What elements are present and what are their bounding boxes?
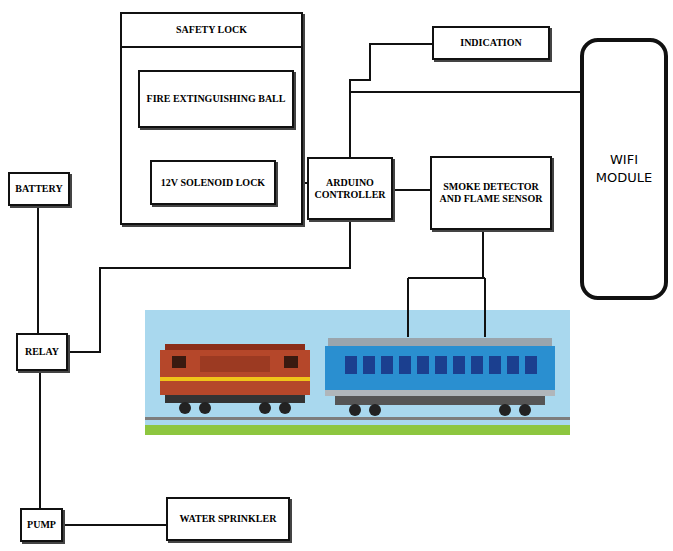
pump-box: PUMP: [20, 508, 63, 542]
wire-line: [393, 189, 430, 191]
rail: [145, 417, 570, 420]
output-box: INDICATION: [432, 26, 550, 60]
wire-connector: [38, 206, 39, 333]
wire-line: [350, 92, 580, 157]
relay-box: RELAY: [16, 333, 68, 371]
wire-line: [63, 524, 166, 526]
grass-strip: [145, 425, 570, 435]
power-box: BATTERY: [8, 172, 70, 206]
wire-connector: [350, 44, 432, 157]
box-label: ARDUINO CONTROLLER: [313, 177, 387, 201]
sensor-box: SMOKE DETECTOR AND FLAME SENSOR: [430, 156, 552, 230]
box-label: INDICATION: [460, 37, 522, 49]
wire-connector: [63, 525, 166, 526]
wire-line: [350, 44, 432, 157]
wire-line: [37, 206, 39, 333]
coach: [325, 338, 555, 416]
wire-line: [68, 220, 350, 352]
wire-connector: [393, 190, 430, 191]
box-label: 12V SOLENOID LOCK: [161, 177, 265, 189]
component-box: 12V SOLENOID LOCK: [150, 160, 276, 205]
box-label: PUMP: [27, 519, 56, 531]
wire-line: [39, 371, 41, 508]
component-box: FIRE EXTINGUISHING BALL: [138, 70, 294, 128]
wire-connector: [68, 220, 350, 352]
box-label: WIFI MODULE: [594, 151, 654, 186]
box-label: WATER SPRINKLER: [180, 513, 277, 525]
module-box: WIFI MODULE: [580, 38, 668, 300]
group-heading: SAFETY LOCK: [176, 24, 247, 36]
sensor-wire: [408, 232, 485, 337]
sky-ground: [145, 310, 570, 435]
heading-band: SAFETY LOCK: [122, 14, 301, 48]
box-label: RELAY: [25, 346, 59, 358]
locomotive: [160, 344, 310, 414]
controller-box: ARDUINO CONTROLLER: [307, 157, 393, 220]
wire-connector: [350, 92, 580, 157]
box-label: SMOKE DETECTOR AND FLAME SENSOR: [436, 181, 546, 205]
box-label: FIRE EXTINGUISHING BALL: [147, 93, 286, 105]
wire-connector: [40, 371, 41, 508]
sprinkler-box: WATER SPRINKLER: [166, 497, 290, 541]
group-box: SAFETY LOCK FIRE EXTINGUISHING BALL 12V SO…: [120, 12, 303, 225]
box-label: BATTERY: [15, 183, 62, 195]
